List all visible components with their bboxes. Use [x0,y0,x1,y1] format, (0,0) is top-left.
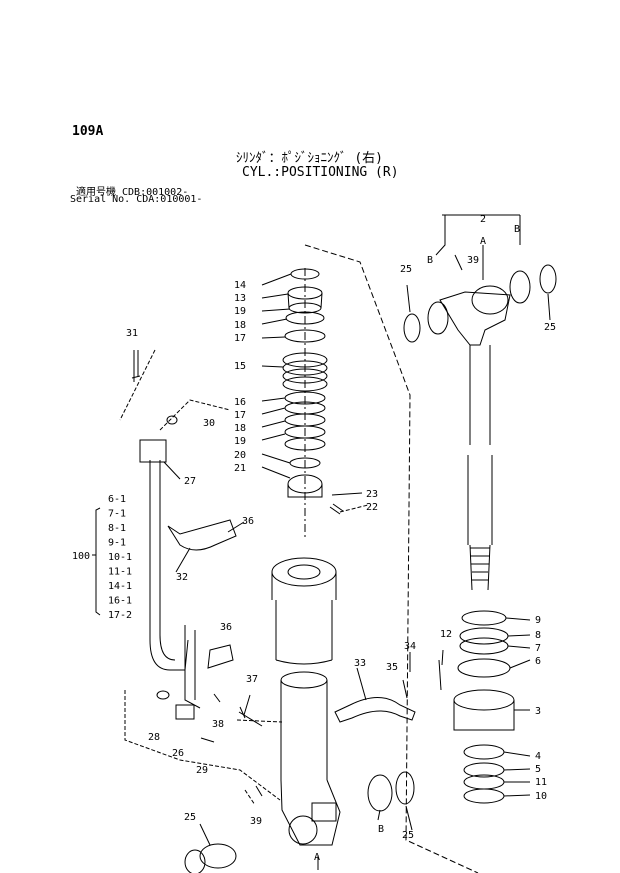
callout-25-top-right: 25 [544,322,556,333]
group-100-item: 14-1 [108,581,132,592]
group-100-item: 11-1 [108,567,132,578]
serial-line-2: Serial No. CDA:010001- [70,194,203,205]
callout-39: 39 [467,255,479,266]
gland-stack [282,268,328,498]
callout-33: 33 [354,658,366,669]
callout-19b: 19 [234,436,246,447]
callout-38: 38 [212,719,224,730]
group-100-item: 17-2 [108,610,132,621]
callout-6: 6 [535,656,541,667]
callout-A-bottom: A [314,852,320,863]
callout-10: 10 [535,791,547,802]
callout-21: 21 [234,463,246,474]
callout-18: 18 [234,320,246,331]
callout-22: 22 [366,502,378,513]
callout-A-top: A [480,236,486,247]
callout-5: 5 [535,764,541,775]
callout-11: 11 [535,777,547,788]
callout-26: 26 [172,748,184,759]
callout-9: 9 [535,615,541,626]
bushings [184,264,557,873]
callout-17b: 17 [234,410,246,421]
callout-30: 30 [203,418,215,429]
callout-35: 35 [386,662,398,673]
callout-34: 34 [404,641,416,652]
callout-2: 2 [480,214,486,225]
callout-25-top-left: 25 [400,264,412,275]
group-100-item: 9-1 [108,538,126,549]
callout-B-top-right: B [514,224,520,235]
leader-dashes [119,349,369,806]
group-100-item: 8-1 [108,523,126,534]
callout-18b: 18 [234,423,246,434]
leader-lines [92,214,551,870]
callout-17: 17 [234,333,246,344]
callout-4: 4 [535,751,541,762]
callout-32: 32 [176,572,188,583]
assembly-outline [304,244,479,873]
callout-3: 3 [535,706,541,717]
callout-15: 15 [234,361,246,372]
callout-20: 20 [234,450,246,461]
piping [133,350,416,723]
group-100-item: 16-1 [108,596,132,607]
page-code: 109A [72,124,104,139]
callout-36: 36 [242,516,254,527]
group-100-item: 7-1 [108,509,126,520]
callout-37: 37 [246,674,258,685]
callout-29: 29 [196,765,208,776]
callout-31: 31 [126,328,138,339]
callout-12: 12 [440,629,452,640]
callout-8: 8 [535,630,541,641]
callout-36b: 36 [220,622,232,633]
cylinder-tube [271,557,341,846]
callout-27: 27 [184,476,196,487]
callout-B-top-left: B [427,255,433,266]
callout-B-bottom: B [378,824,384,835]
callout-25-bottom-right: 25 [402,830,414,841]
callout-19: 19 [234,306,246,317]
group-100-item: 6-1 [108,494,126,505]
title-english: CYL.:POSITIONING (R) [242,165,399,180]
callout-23: 23 [366,489,378,500]
group-100-label: 100 [72,551,90,562]
callout-7: 7 [535,643,541,654]
fasteners [131,254,463,797]
callout-14: 14 [234,280,246,291]
callout-13: 13 [234,293,246,304]
callout-28: 28 [148,732,160,743]
callout-16: 16 [234,397,246,408]
callout-25-bottom-left: 25 [184,812,196,823]
serial-line-1: 適用号機 CDB:001002- [76,187,189,198]
piston-rod [439,285,511,591]
group-100-item: 10-1 [108,552,132,563]
callout-39b: 39 [250,816,262,827]
title-japanese: ｼﾘﾝﾀﾞ：ﾎﾟｼﾞｼｮﾆﾝｸﾞ (右) [236,151,383,166]
set-screw [329,503,344,515]
